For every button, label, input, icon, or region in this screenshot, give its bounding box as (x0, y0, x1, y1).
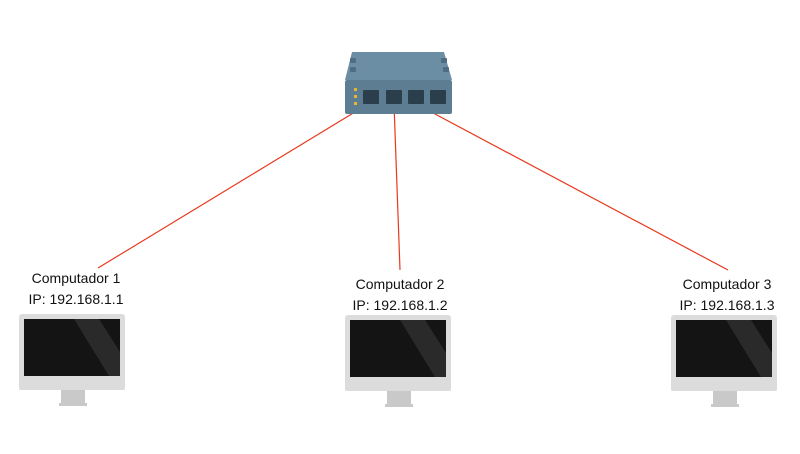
switch-led (354, 95, 357, 98)
network-switch-icon (345, 52, 452, 114)
monitor-stand (61, 390, 85, 404)
computer-1-name: Computador 1 (31, 270, 121, 286)
computer-3-name: Computador 3 (682, 276, 772, 292)
switch-bump (350, 58, 356, 63)
desktop-monitor-icon (345, 315, 451, 407)
switch-bump (443, 67, 449, 72)
desktop-monitor-icon (671, 315, 777, 407)
switch-port (430, 90, 446, 104)
computer-3-ip: IP: 192.168.1.3 (679, 297, 775, 313)
switch-ports (363, 90, 446, 104)
computer-3-label: Computador 3 IP: 192.168.1.3 (647, 274, 800, 316)
links (97, 103, 729, 271)
switch-led (354, 102, 357, 105)
switch-port (386, 90, 402, 104)
monitor-glare (726, 320, 772, 377)
desktop-monitor-icon (19, 314, 125, 406)
monitor-stand (387, 391, 411, 405)
monitor-base (711, 404, 739, 407)
monitor-base (385, 404, 413, 407)
link-computer-1 (97, 111, 356, 269)
monitor-base (59, 403, 87, 406)
switch-bump (350, 67, 356, 72)
switch-port (408, 90, 424, 104)
monitor-chin (671, 379, 777, 391)
computer-2-ip: IP: 192.168.1.2 (352, 297, 448, 313)
monitor-stand (713, 391, 737, 405)
monitor-glare (400, 320, 446, 377)
switch-led (354, 88, 357, 91)
switch-port (363, 90, 379, 104)
computer-1-ip: IP: 192.168.1.1 (28, 291, 124, 307)
link-computer-2 (393, 103, 401, 271)
switch-top (345, 52, 452, 80)
monitor-chin (345, 379, 451, 391)
switch-bump (441, 58, 447, 63)
monitor-glare (74, 319, 120, 376)
computer-1-label: Computador 1 IP: 192.168.1.1 (0, 268, 156, 310)
monitor-chin (19, 378, 125, 390)
computer-2-label: Computador 2 IP: 192.168.1.2 (320, 274, 480, 316)
link-computer-3 (419, 105, 729, 271)
computer-2-name: Computador 2 (355, 276, 445, 292)
